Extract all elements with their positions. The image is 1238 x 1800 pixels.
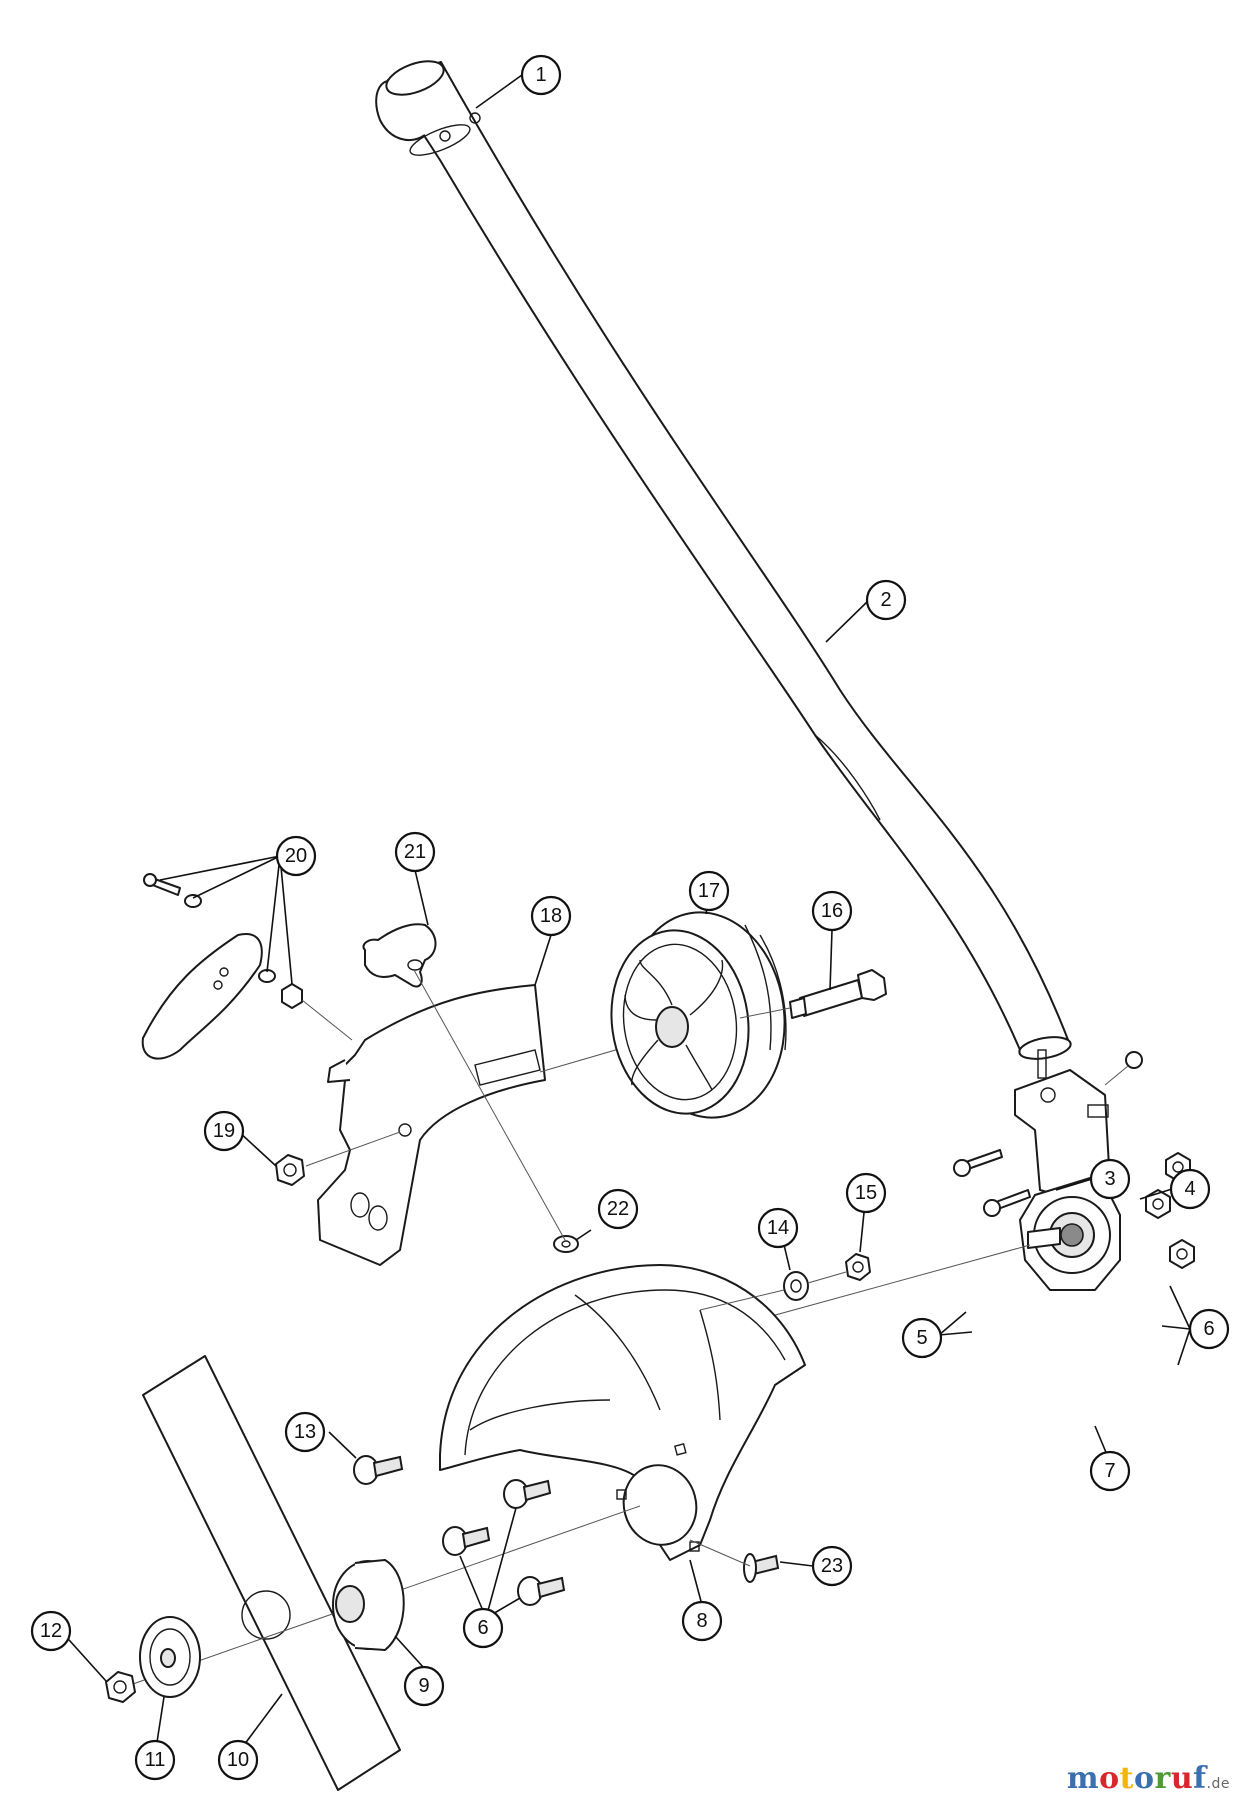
callout-2: 2: [865, 579, 907, 621]
callout-label: 23: [821, 1555, 843, 1577]
callout-6-right: 6: [1188, 1308, 1230, 1350]
callout-label: 19: [213, 1120, 235, 1142]
part-washer-11: [139, 1616, 201, 1698]
watermark-letter: o: [1099, 1761, 1120, 1796]
callout-4: 4: [1169, 1168, 1211, 1210]
callout-label: 11: [145, 1749, 166, 1771]
part-wing-knob-21: [362, 923, 566, 1241]
callout-16: 16: [811, 890, 853, 932]
callout-11: 11: [134, 1739, 176, 1781]
callout-label: 22: [607, 1198, 629, 1220]
callout-19: 19: [203, 1110, 245, 1152]
part-shaft-end: [1018, 1036, 1072, 1079]
callout-label: 21: [404, 841, 426, 863]
part-screw-23: [689, 1539, 780, 1583]
part-bracket-18: [317, 984, 651, 1266]
callout-15: 15: [845, 1172, 887, 1214]
part-gear-head: [1014, 1069, 1121, 1291]
callout-12: 12: [30, 1610, 72, 1652]
callout-label: 14: [767, 1217, 789, 1239]
callout-label: 13: [294, 1421, 316, 1443]
part-spacer-hub: [332, 1559, 405, 1651]
part-nuts-6-right: [1145, 1152, 1195, 1269]
callout-7: 7: [1089, 1450, 1131, 1492]
watermark-letter: r: [1154, 1761, 1171, 1796]
callout-9: 9: [403, 1665, 445, 1707]
part-bolts-6-left: [442, 1479, 566, 1606]
watermark-letter: t: [1119, 1761, 1134, 1796]
callout-label: 8: [696, 1610, 707, 1632]
callout-1: 1: [520, 54, 562, 96]
callout-18: 18: [530, 895, 572, 937]
part-blade-guard: [439, 1264, 806, 1561]
callout-label: 20: [285, 845, 307, 867]
callout-label: 6: [1203, 1318, 1214, 1340]
part-handle-loop: [375, 60, 481, 156]
part-washer-22: [553, 1235, 579, 1253]
callout-label: 2: [880, 589, 891, 611]
watermark-suffix: .de: [1206, 1776, 1230, 1792]
callout-label: 18: [540, 905, 562, 927]
callout-label: 5: [916, 1327, 927, 1349]
part-small-screw: [1104, 1051, 1143, 1086]
part-shoulder-bolt-16: [739, 969, 887, 1019]
callout-label: 1: [535, 64, 546, 86]
callout-3: 3: [1089, 1158, 1131, 1200]
part-nut-19: [275, 1131, 401, 1186]
callout-label: 15: [855, 1182, 877, 1204]
callout-23: 23: [811, 1545, 853, 1587]
callout-21: 21: [394, 831, 436, 873]
part-shaft-tube: [387, 61, 1071, 1051]
part-plate-20: [141, 873, 353, 1060]
callout-label: 9: [418, 1675, 429, 1697]
callout-10: 10: [217, 1739, 259, 1781]
callout-label: 16: [821, 900, 843, 922]
callout-20: 20: [275, 835, 317, 877]
part-blade: [142, 1355, 401, 1791]
part-nut-12: [105, 1671, 136, 1703]
callout-label: 4: [1184, 1178, 1195, 1200]
watermark-letter: f: [1193, 1761, 1207, 1796]
part-wheel-17: [610, 911, 787, 1119]
callout-8: 8: [681, 1600, 723, 1642]
watermark-letter: u: [1170, 1761, 1194, 1796]
callout-label: 3: [1104, 1168, 1115, 1190]
callout-5: 5: [901, 1317, 943, 1359]
callout-13: 13: [284, 1411, 326, 1453]
part-carriage-bolt-13: [353, 1455, 404, 1485]
watermark-letter: o: [1134, 1761, 1155, 1796]
part-bolts-5: [953, 1149, 1031, 1217]
callout-6-left: 6: [462, 1607, 504, 1649]
part-washer-14: [699, 1271, 847, 1311]
callout-label: 6: [477, 1617, 488, 1639]
callout-label: 7: [1104, 1460, 1115, 1482]
callout-label: 10: [227, 1749, 249, 1771]
callout-label: 12: [40, 1620, 62, 1642]
callout-label: 17: [698, 880, 720, 902]
watermark-logo: motoruf.de: [1067, 1761, 1230, 1796]
callout-17: 17: [688, 870, 730, 912]
callout-14: 14: [757, 1207, 799, 1249]
callout-22: 22: [597, 1188, 639, 1230]
part-nut-15: [845, 1253, 871, 1281]
watermark-letter: m: [1066, 1761, 1100, 1796]
